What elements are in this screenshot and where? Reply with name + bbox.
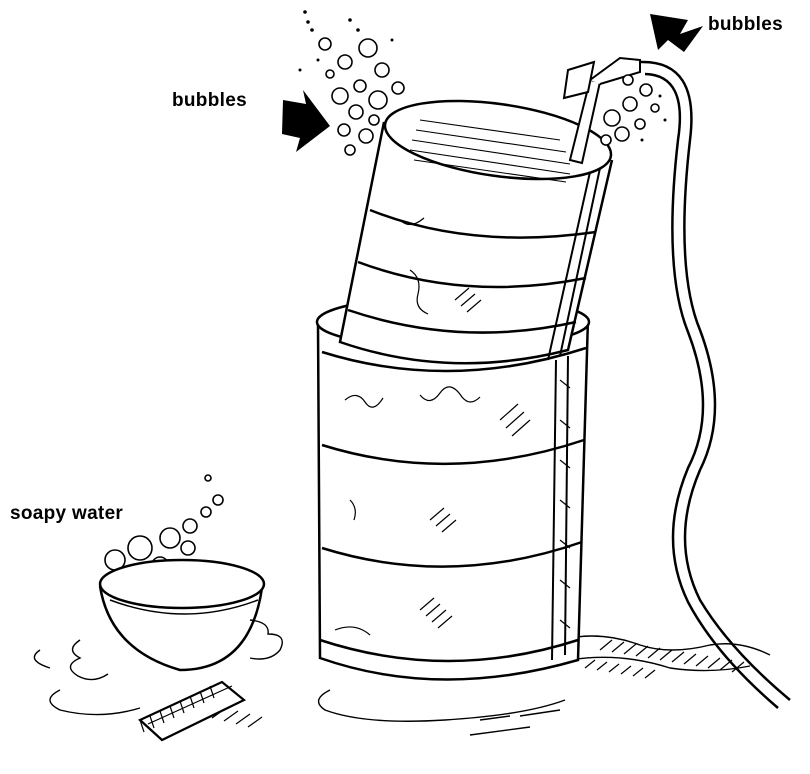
upper-drum: [340, 88, 616, 363]
air-hose: [640, 62, 790, 708]
soapy-water-label: soapy water: [10, 503, 123, 525]
arrow-right-bubbles: [650, 14, 703, 52]
bubbles-right-label: bubbles: [708, 14, 783, 36]
scrub-brush: [140, 682, 244, 740]
arrow-left-bubbles: [282, 90, 330, 152]
bubbles-left-label: bubbles: [172, 90, 247, 112]
soapy-water-bowl: [100, 560, 264, 670]
